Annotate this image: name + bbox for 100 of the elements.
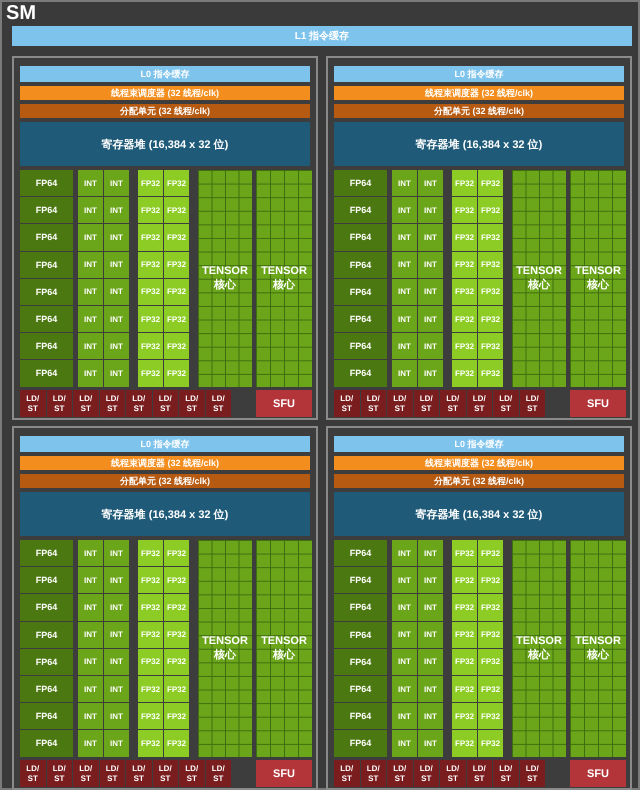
fp32-unit: FP32 <box>478 540 503 566</box>
fp64-unit: FP64 <box>20 252 73 278</box>
fp32-unit: FP32 <box>478 703 503 730</box>
int-unit: INT <box>78 730 103 757</box>
int-unit: INT <box>78 360 103 387</box>
l0-cache-bar: L0 指令缓存 <box>20 66 310 82</box>
fp64-unit: FP64 <box>334 676 387 702</box>
fp32-unit: FP32 <box>478 278 503 305</box>
int-unit: INT <box>78 594 103 621</box>
fp32-unit: FP32 <box>164 170 189 196</box>
load-store-unit: LD/ST <box>73 390 98 417</box>
l0-cache-bar: L0 指令缓存 <box>334 66 624 82</box>
load-store-unit: LD/ST <box>46 760 72 787</box>
fp64-unit: FP64 <box>20 540 73 566</box>
partition-panel <box>12 56 318 420</box>
int-unit: INT <box>392 730 417 757</box>
load-store-unit: LD/ST <box>152 390 178 417</box>
int-unit: INT <box>104 594 129 621</box>
fp32-unit: FP32 <box>138 594 163 621</box>
fp32-unit: FP32 <box>478 306 503 332</box>
fp64-unit: FP64 <box>334 648 387 675</box>
load-store-unit: LD/ST <box>493 390 518 417</box>
int-unit: INT <box>78 224 103 251</box>
scheduler-bar: 线程束调度器 (32 线程/clk) <box>20 456 310 470</box>
fp64-unit: FP64 <box>334 224 387 251</box>
fp32-unit: FP32 <box>478 567 503 594</box>
load-store-unit: LD/ST <box>520 390 545 417</box>
int-unit: INT <box>104 252 129 278</box>
tensor-core-block: TENSOR 核心 <box>256 170 312 387</box>
fp32-unit: FP32 <box>138 333 163 360</box>
tensor-core-block: TENSOR 核心 <box>198 540 252 757</box>
load-store-unit: LD/ST <box>466 390 492 417</box>
scheduler-bar: 线程束调度器 (32 线程/clk) <box>20 86 310 100</box>
fp32-unit: FP32 <box>478 648 503 675</box>
l0-cache-bar: L0 指令缓存 <box>20 436 310 452</box>
fp32-unit: FP32 <box>478 170 503 196</box>
fp32-unit: FP32 <box>478 333 503 360</box>
fp32-unit: FP32 <box>478 360 503 387</box>
int-unit: INT <box>78 567 103 594</box>
fp32-unit: FP32 <box>478 676 503 702</box>
fp32-unit: FP32 <box>164 333 189 360</box>
fp32-unit: FP32 <box>138 170 163 196</box>
fp64-unit: FP64 <box>334 730 387 757</box>
fp64-unit: FP64 <box>334 278 387 305</box>
int-unit: INT <box>392 594 417 621</box>
dispatch-bar: 分配单元 (32 线程/clk) <box>20 104 310 118</box>
load-store-unit: LD/ST <box>440 760 466 787</box>
fp32-unit: FP32 <box>478 252 503 278</box>
fp32-unit: FP32 <box>452 567 477 594</box>
load-store-unit: LD/ST <box>360 760 386 787</box>
tensor-core-block: TENSOR 核心 <box>570 540 626 757</box>
int-unit: INT <box>392 333 417 360</box>
fp64-unit: FP64 <box>334 540 387 566</box>
fp64-unit: FP64 <box>20 360 73 387</box>
fp64-unit: FP64 <box>20 333 73 360</box>
int-unit: INT <box>104 306 129 332</box>
fp32-unit: FP32 <box>452 622 477 648</box>
fp32-unit: FP32 <box>138 730 163 757</box>
fp64-unit: FP64 <box>334 197 387 224</box>
fp32-unit: FP32 <box>164 197 189 224</box>
fp32-unit: FP32 <box>138 676 163 702</box>
fp32-unit: FP32 <box>478 730 503 757</box>
int-unit: INT <box>78 197 103 224</box>
partition-panel <box>326 56 632 420</box>
fp64-unit: FP64 <box>20 567 73 594</box>
int-unit: INT <box>418 170 443 196</box>
fp32-unit: FP32 <box>164 567 189 594</box>
fp64-unit: FP64 <box>20 703 73 730</box>
load-store-unit: LD/ST <box>360 390 386 417</box>
fp32-unit: FP32 <box>138 567 163 594</box>
load-store-unit: LD/ST <box>334 390 360 417</box>
int-unit: INT <box>392 703 417 730</box>
int-unit: INT <box>392 224 417 251</box>
load-store-unit: LD/ST <box>100 760 125 787</box>
int-unit: INT <box>418 224 443 251</box>
int-unit: INT <box>104 224 129 251</box>
fp32-unit: FP32 <box>452 306 477 332</box>
fp32-unit: FP32 <box>478 622 503 648</box>
fp64-unit: FP64 <box>20 170 73 196</box>
fp32-unit: FP32 <box>452 252 477 278</box>
fp32-unit: FP32 <box>452 730 477 757</box>
int-unit: INT <box>78 170 103 196</box>
sfu-unit: SFU <box>570 760 626 787</box>
load-store-unit: LD/ST <box>126 390 152 417</box>
load-store-unit: LD/ST <box>73 760 98 787</box>
fp32-unit: FP32 <box>164 730 189 757</box>
sfu-unit: SFU <box>256 390 312 417</box>
load-store-unit: LD/ST <box>414 390 439 417</box>
fp32-unit: FP32 <box>138 540 163 566</box>
int-unit: INT <box>78 306 103 332</box>
fp32-unit: FP32 <box>138 648 163 675</box>
int-unit: INT <box>418 333 443 360</box>
load-store-unit: LD/ST <box>466 760 492 787</box>
scheduler-bar: 线程束调度器 (32 线程/clk) <box>334 86 624 100</box>
fp64-unit: FP64 <box>20 278 73 305</box>
partition-panel <box>326 426 632 790</box>
int-unit: INT <box>392 622 417 648</box>
int-unit: INT <box>78 622 103 648</box>
int-unit: INT <box>418 622 443 648</box>
fp32-unit: FP32 <box>164 676 189 702</box>
